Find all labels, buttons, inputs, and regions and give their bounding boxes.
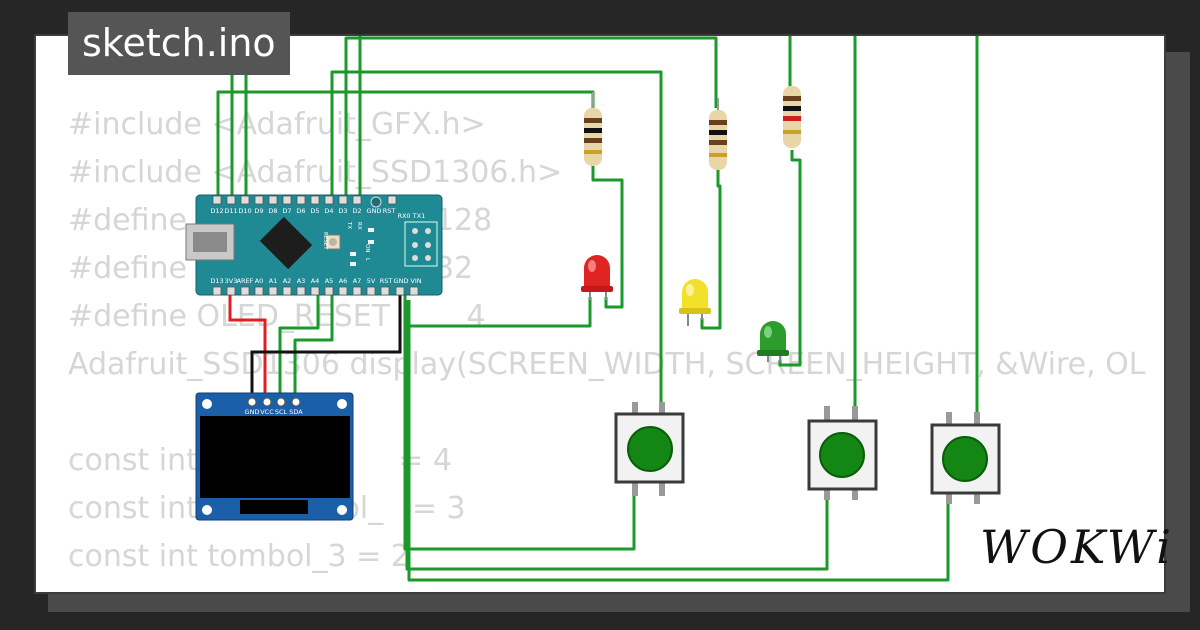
wire-res2-led2 [700,170,722,330]
pin-label: VIN [410,277,421,285]
board-label: TX [346,221,352,229]
pin-label: A6 [339,277,348,285]
board-label: RESET [322,232,328,250]
pin-label: D13 [210,277,223,285]
resistor[interactable] [584,92,602,166]
oled-screen [200,416,350,498]
pin-label: A3 [297,277,306,285]
wire-d2 [330,70,663,416]
resistor[interactable] [709,98,727,170]
pin-label: D7 [282,207,291,215]
wire-a5 [293,286,334,400]
code-line: const int = 4 [68,443,452,478]
wire-gnd-btn3 [407,300,950,582]
pin-label: D2 [352,207,361,215]
oled-pin-label: VCC [260,408,274,416]
board-top-pins [212,195,397,205]
board-label: L [364,258,370,262]
pin-label: A1 [269,277,278,285]
wire-gnd-oled [250,286,402,400]
led-green[interactable] [757,321,789,362]
pin-label: D3 [338,207,347,215]
pin-label: AREF [237,277,254,285]
pin-label: D6 [296,207,305,215]
wire-gnd-btn1 [403,300,636,551]
file-tab[interactable]: sketch.ino [68,12,290,75]
wire-a4 [278,286,320,400]
pin-label: D4 [324,207,333,215]
pin-label: D12 [210,207,223,215]
wire-gnd-btn2 [405,300,829,571]
pin-label: TX1 [412,212,426,220]
pin-label: D9 [254,207,263,215]
code-line: const int tombol_3 = 2 [68,539,410,574]
wire-res1-led1 [591,165,624,309]
wire-vcc [228,286,267,400]
pin-label: 5V [367,277,376,285]
push-button-3[interactable] [930,412,1001,504]
board-label: RX [356,222,362,230]
board-top-pin-labels: D12 D11 D10 D9 D8 D7 D6 D5 D4 D3 D2 GND … [210,207,425,220]
oled-pin-label: SCL [275,408,288,416]
pin-label: D8 [268,207,277,215]
pin-label: A7 [353,277,362,285]
code-line: #include <Adafruit_GFX.h> [68,107,486,142]
code-line: #include <Adafruit_SSD1306.h> [68,155,563,190]
pin-label: A2 [283,277,292,285]
board-bottom-pin-labels: D13 3V3 AREF A0 A1 A2 A3 A4 A5 A6 A7 5V … [210,277,421,285]
pin-label: D5 [310,207,319,215]
pin-label: D11 [224,207,237,215]
push-button-1[interactable] [614,402,685,496]
pin-label: GND [394,277,409,285]
push-button-2[interactable] [807,406,878,500]
pin-label: A5 [325,277,334,285]
oled-pin-label: SDA [289,408,303,416]
pin-label: D10 [238,207,251,215]
pin-label: RX0 [397,212,410,220]
wire-res3-led3 [778,150,802,367]
board-label: ON [364,244,370,252]
wire-d12 [216,90,595,200]
wire-d4 [344,36,718,200]
pin-label: A4 [311,277,320,285]
board-bottom-pins [212,286,419,296]
arduino-nano[interactable] [185,194,443,296]
mcu-chip [259,216,313,270]
oled-display[interactable] [195,392,354,521]
pin-label: GND [367,207,382,215]
code-line: #define 128 [68,203,493,238]
pin-label: RST [380,277,393,285]
pin-label: A0 [255,277,264,285]
led-yellow[interactable] [679,279,711,326]
pin-label: RST [383,207,396,215]
led-red[interactable] [581,255,613,300]
oled-pin-label: GND [245,408,260,416]
pin-label: 3V3 [225,277,238,285]
resistor[interactable] [783,86,801,148]
wokwi-logo: WOKWi [980,520,1174,574]
